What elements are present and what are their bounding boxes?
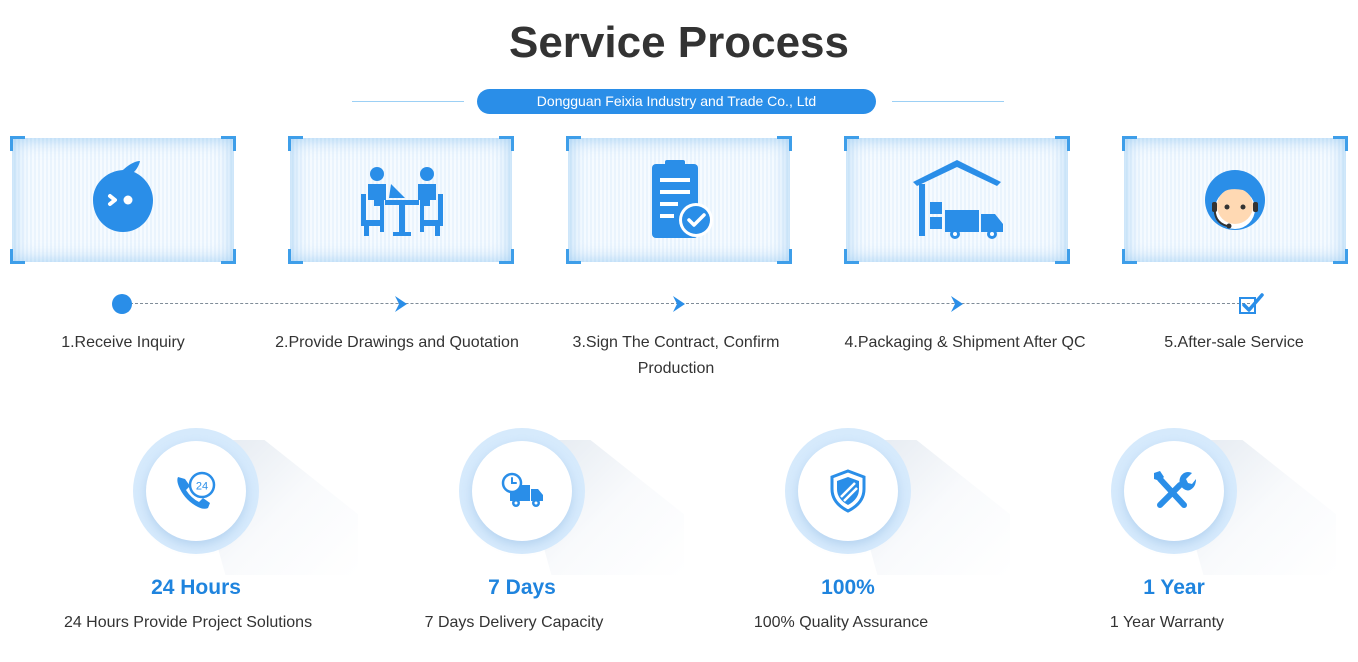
meeting-icon	[361, 167, 443, 236]
shield-icon	[830, 469, 866, 513]
step-label-5: 5.After-sale Service	[1164, 334, 1304, 351]
step-card-1	[10, 136, 236, 264]
step-card-2	[288, 136, 514, 264]
feature-badge-3	[785, 428, 911, 554]
step-label-1: 1.Receive Inquiry	[61, 334, 185, 351]
phone-24-icon: 24	[177, 471, 216, 509]
step-card-5	[1122, 136, 1348, 264]
chevron-right-icon	[395, 296, 407, 312]
feature-badge-1: 24	[133, 428, 259, 554]
step-label-2: 2.Provide Drawings and Quotation	[275, 334, 519, 351]
checkbox-checked-icon	[1239, 293, 1264, 314]
process-timeline	[130, 303, 1250, 304]
feature-value-4: 1 Year	[1143, 576, 1205, 599]
step-card-3	[566, 136, 792, 264]
customer-service-icon	[1205, 170, 1265, 230]
company-name-badge: Dongguan Feixia Industry and Trade Co., …	[477, 89, 876, 114]
feature-description-3: 100% Quality Assurance	[753, 614, 929, 631]
feature-value-2: 7 Days	[488, 576, 556, 599]
svg-text:24: 24	[196, 481, 208, 493]
delivery-truck-icon	[501, 472, 543, 507]
feature-value-1: 24 Hours	[151, 576, 241, 599]
timeline-start-dot	[112, 294, 132, 314]
subtitle-divider-left	[352, 101, 464, 102]
step-label-4: 4.Packaging & Shipment After QC	[844, 334, 1086, 351]
contract-check-icon	[652, 160, 713, 238]
step-label-3: 3.Sign The Contract, Confirm Production	[572, 334, 780, 377]
feature-badge-4	[1111, 428, 1237, 554]
feature-value-3: 100%	[821, 576, 875, 599]
chevron-right-icon	[673, 296, 685, 312]
chat-bubble-icon	[93, 161, 153, 232]
feature-badge-2	[459, 428, 585, 554]
feature-description-2: 7 Days Delivery Capacity	[424, 614, 604, 631]
step-card-4	[844, 136, 1070, 264]
page-title: Service Process	[508, 18, 850, 67]
tools-icon	[1154, 471, 1196, 508]
feature-description-4: 1 Year Warranty	[1109, 614, 1225, 631]
feature-description-1: 24 Hours Provide Project Solutions	[63, 614, 313, 631]
subtitle-divider-right	[892, 101, 1004, 102]
warehouse-truck-icon	[913, 160, 1003, 239]
chevron-right-icon	[951, 296, 963, 312]
